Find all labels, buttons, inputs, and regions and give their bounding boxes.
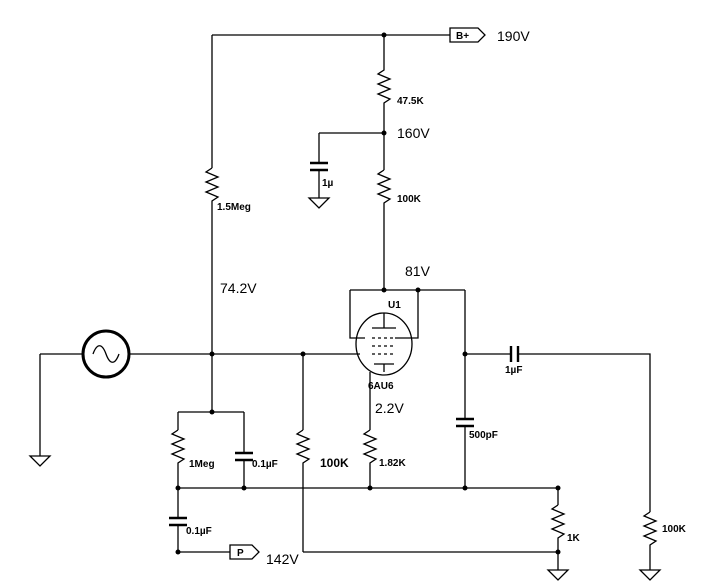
capacitor-500pf — [456, 354, 474, 488]
bias-network — [170, 409, 253, 488]
resistor-plate-100k — [376, 169, 392, 290]
voltage-grid-node: 74.2V — [220, 280, 257, 296]
output-capacitor — [462, 346, 651, 512]
resistor-1m5-label: 1.5Meg — [217, 202, 251, 213]
resistor-47k5-label: 47.5K — [397, 96, 424, 107]
resistor-1k82 — [362, 429, 378, 488]
capacitor-bias-label: 0.1µF — [252, 459, 278, 470]
capacitor-1u-label: 1µ — [322, 178, 334, 189]
capacitor-500pf-label: 500pF — [469, 430, 498, 441]
capacitor-return-label: 0.1µF — [186, 526, 212, 537]
ground-icon — [28, 354, 52, 467]
resistor-load-label: 100K — [662, 524, 687, 535]
resistor-plate-label: 100K — [397, 194, 422, 205]
resistor-1k82-label: 1.82K — [379, 458, 406, 469]
resistor-1k — [303, 488, 570, 581]
ground-icon — [307, 197, 331, 209]
capacitor-1u — [310, 161, 328, 198]
resistor-load-100k — [638, 511, 662, 581]
voltage-dropper-node: 160V — [397, 125, 430, 141]
pentode-icon — [355, 312, 413, 376]
ac-source-icon — [81, 329, 131, 379]
b-plus-rail — [211, 32, 450, 168]
resistor-47k5 — [376, 66, 392, 108]
resistor-1k-label: 1K — [567, 533, 581, 544]
tube-model: 6AU6 — [368, 381, 394, 392]
output-capacitor-label: 1µF — [505, 365, 522, 376]
voltage-plate: 81V — [405, 263, 431, 279]
resistor-1meg-label: 1Meg — [189, 459, 215, 470]
voltage-b-plus: 190V — [497, 28, 530, 44]
resistor-input-100k — [295, 354, 311, 552]
p-port-label: P — [237, 548, 244, 559]
capacitor-return — [169, 488, 230, 555]
voltage-screen-return: 142V — [266, 551, 299, 567]
resistor-input-label: 100K — [320, 456, 349, 470]
common-bus — [175, 485, 561, 491]
voltage-cathode: 2.2V — [375, 400, 404, 416]
b-plus-port: B+ — [449, 27, 486, 43]
p-port: P — [229, 544, 260, 560]
b-plus-label: B+ — [456, 31, 469, 42]
decouple-node — [318, 108, 387, 170]
tube-reference: U1 — [388, 300, 401, 311]
resistor-1m5 — [204, 167, 220, 412]
tube-frame — [349, 287, 466, 354]
